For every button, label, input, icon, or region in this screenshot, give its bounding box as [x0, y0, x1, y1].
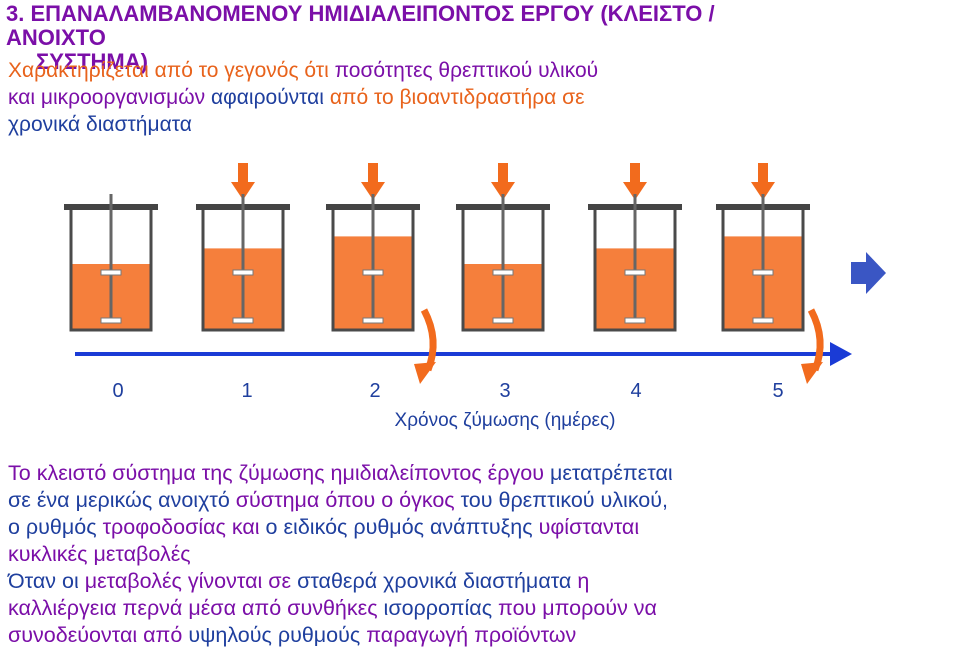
time-tick-label: 0	[112, 380, 124, 402]
time-tick-label: 2	[369, 380, 381, 402]
title-line-2: ΑΝΟΙΧΤΟ	[6, 25, 106, 50]
impeller-blade	[492, 317, 514, 324]
intro-text: Χαρακτηρίζεται από το γεγονός ότι ποσότη…	[8, 57, 938, 138]
bioreactor-vessel	[196, 194, 290, 332]
intro-seg-5: από το βιοαντιδραστήρα σε	[329, 86, 585, 109]
impeller-blade	[624, 269, 646, 276]
description-text: Το κλειστό σύστημα της ζύμωσης ημιδιαλεί…	[8, 460, 953, 649]
para-seg-10: κυκλικές μεταβολές	[8, 542, 191, 566]
para-seg-4: σύστημα όπου ο όγκος	[235, 488, 461, 512]
para-seg-15: η	[577, 569, 590, 593]
impeller-blade	[232, 269, 254, 276]
slide-title: 3. ΕΠΑΝΑΛΑΜΒΑΝΟΜΕΝΟΥ ΗΜΙΔΙΑΛΕΙΠΟΝΤΟΣ ΕΡΓ…	[6, 2, 946, 74]
para-seg-13: γίνονται σε	[187, 569, 298, 593]
feed-arrow	[231, 163, 255, 200]
impeller-blade	[232, 317, 254, 324]
para-seg-9: υφίστανται	[538, 515, 640, 539]
title-line-1: 3. ΕΠΑΝΑΛΑΜΒΑΝΟΜΕΝΟΥ ΗΜΙΔΙΑΛΕΙΠΟΝΤΟΣ ΕΡΓ…	[6, 1, 715, 26]
para-seg-5: του θρεπτικού υλικού,	[460, 488, 668, 512]
harvest-arrow	[801, 308, 824, 384]
bioreactor-vessel	[716, 194, 810, 332]
time-tick-label: 5	[772, 380, 784, 402]
bioreactor-vessel	[588, 194, 682, 332]
impeller-blade	[362, 269, 384, 276]
para-seg-1: Το κλειστό σύστημα της ζύμωσης ημιδιαλεί…	[8, 461, 550, 485]
feed-arrow	[491, 163, 515, 200]
impeller-blade	[624, 317, 646, 324]
impeller-blade	[492, 269, 514, 276]
title-line-3: ΣΥΣΤΗΜΑ)	[36, 49, 148, 74]
impeller-blade	[100, 317, 122, 324]
impeller-blade	[752, 269, 774, 276]
para-seg-8: ο ειδικός ρυθμός ανάπτυξης	[265, 515, 539, 539]
para-seg-11: Όταν οι	[8, 569, 85, 593]
para-seg-16: καλλιέργεια περνά μέσα από	[8, 596, 288, 620]
para-seg-22: παραγωγή προϊόντων	[366, 623, 577, 647]
para-seg-20: συνοδεύονται από	[8, 623, 189, 647]
impeller-blade	[362, 317, 384, 324]
para-seg-6: ο ρυθμός	[8, 515, 103, 539]
para-seg-19: που μπορούν να	[498, 596, 657, 620]
feed-arrow	[751, 163, 775, 200]
bioreactor-vessel	[326, 194, 420, 332]
bioreactor-vessel	[64, 194, 158, 332]
time-tick-label: 1	[241, 380, 253, 402]
impeller-blade	[752, 317, 774, 324]
time-tick-label: 3	[499, 380, 511, 402]
para-seg-18: ισορροπίας	[383, 596, 499, 620]
harvest-arrow	[414, 308, 437, 384]
para-seg-17: συνθήκες	[287, 596, 384, 620]
para-seg-12: μεταβολές	[84, 569, 188, 593]
time-tick-label: 4	[630, 380, 642, 402]
para-seg-2: μετατρέπεται	[549, 461, 673, 485]
flow-arrow	[851, 252, 886, 294]
intro-seg-2: ποσότητες θρεπτικού υλικού	[334, 59, 599, 82]
para-seg-14: σταθερά χρονικά διαστήματα	[297, 569, 578, 593]
para-seg-7: τροφοδοσίας και	[102, 515, 266, 539]
time-axis-arrowhead	[830, 342, 852, 366]
intro-seg-4: αφαιρούνται	[211, 86, 330, 109]
intro-seg-6: χρονικά διαστήματα	[8, 113, 192, 136]
impeller-blade	[100, 269, 122, 276]
intro-seg-3: και μικροοργανισμών	[8, 86, 211, 109]
feed-arrow	[623, 163, 647, 200]
para-seg-3: σε ένα μερικώς ανοιχτό	[8, 488, 236, 512]
feed-arrow	[361, 163, 385, 200]
axis-label: Χρόνος ζύμωσης (ημέρες)	[394, 410, 616, 431]
intro-seg-1: Χαρακτηρίζεται από το γεγονός ότι	[8, 59, 335, 82]
bioreactor-vessel	[456, 194, 550, 332]
para-seg-21: υψηλούς ρυθμούς	[188, 623, 367, 647]
